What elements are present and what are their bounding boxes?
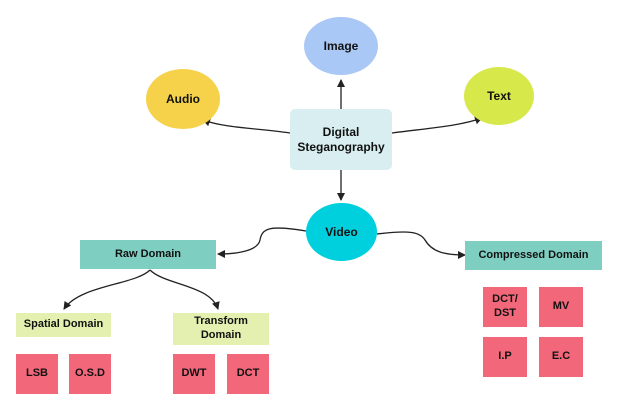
ip-node: I.P <box>483 337 527 377</box>
image-node: Image <box>304 17 378 75</box>
lsb-node: LSB <box>16 354 58 394</box>
audio-node: Audio <box>146 69 220 129</box>
text-node: Text <box>464 67 534 125</box>
edge-raw-transform <box>149 269 220 310</box>
edge-video-raw <box>217 227 307 258</box>
edge-video-compressed <box>376 231 466 259</box>
dct-node: DCT <box>227 354 269 394</box>
central-node: Digital Steganography <box>290 109 392 170</box>
dwt-node: DWT <box>173 354 215 394</box>
osd-node: O.S.D <box>69 354 111 394</box>
spatial-domain-node: Spatial Domain <box>16 313 111 337</box>
mv-node: MV <box>539 287 583 327</box>
dct-dst-node: DCT/ DST <box>483 287 527 327</box>
edge-center-text <box>391 116 483 134</box>
raw-domain-node: Raw Domain <box>80 240 216 269</box>
edge-raw-spatial <box>63 269 151 310</box>
compressed-domain-node: Compressed Domain <box>465 241 602 270</box>
transform-domain-node: Transform Domain <box>173 313 269 345</box>
video-node: Video <box>306 203 377 261</box>
ec-node: E.C <box>539 337 583 377</box>
edge-center-audio <box>202 118 291 134</box>
